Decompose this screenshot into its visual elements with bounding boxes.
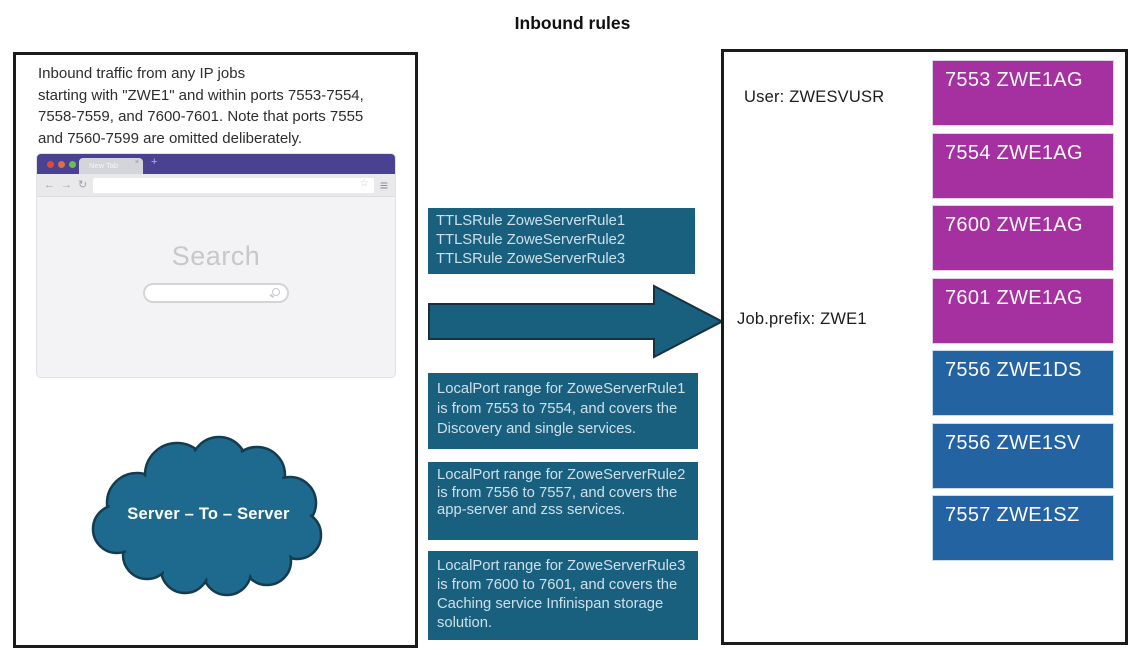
localport-rule1-box: LocalPort range for ZoweServerRule1 is f…: [428, 373, 698, 449]
close-window-icon: [47, 160, 54, 168]
ttls-rule-line: TTLSRule ZoweServerRule1: [436, 213, 626, 229]
port-list: 7553 ZWE1AG 7554 ZWE1AG 7600 ZWE1AG 7601…: [932, 60, 1114, 561]
search-heading: Search: [171, 241, 261, 271]
port-box: 7557 ZWE1SZ: [932, 495, 1114, 561]
menu-hamburger-icon: ≡: [379, 177, 388, 193]
new-tab-icon: +: [151, 156, 158, 168]
cloud-label: Server – To – Server: [127, 505, 290, 523]
cloud-shape: [91, 435, 323, 597]
port-box: 7556 ZWE1DS: [932, 350, 1114, 416]
flow-arrow-icon: [428, 284, 724, 359]
browser-toolbar: ← → ↻ ☆ ≡: [37, 174, 395, 197]
browser-tab: New Tab ×: [79, 158, 143, 174]
minimize-window-icon: [58, 160, 65, 168]
ttls-rule-line: TTLSRule ZoweServerRule2: [436, 231, 626, 248]
port-box: 7601 ZWE1AG: [932, 277, 1114, 344]
port-box: 7556 ZWE1SV: [932, 422, 1114, 489]
user-label: User: ZWESVUSR: [744, 88, 885, 106]
diagram-title: Inbound rules: [514, 13, 631, 33]
localport-rule2-box: LocalPort range for ZoweServerRule2 is f…: [428, 462, 698, 540]
port-box: 7554 ZWE1AG: [932, 132, 1114, 199]
address-bar: ☆: [93, 177, 374, 193]
port-box: 7600 ZWE1AG: [932, 205, 1114, 271]
inbound-traffic-description: Inbound traffic from any IP jobs startin…: [38, 65, 364, 147]
zowe-jobs-panel: User: ZWESVUSR Job.prefix: ZWE1 7553 ZWE…: [721, 49, 1128, 645]
search-icon: [272, 288, 280, 296]
search-input: [143, 283, 289, 303]
ttls-rules-box: TTLSRule ZoweServerRule1 TTLSRule ZoweSe…: [428, 208, 695, 274]
tab-close-icon: ×: [134, 159, 139, 166]
ttls-rule-line: TTLSRule ZoweServerRule3: [436, 250, 626, 267]
browser-mockup: New Tab × + ← → ↻ ☆ ≡ Search: [37, 154, 395, 377]
job-prefix-label: Job.prefix: ZWE1: [737, 310, 867, 328]
browser-titlebar: New Tab × +: [37, 154, 395, 174]
inbound-traffic-panel: Inbound traffic from any IP jobs startin…: [13, 52, 418, 648]
browser-tab-label: New Tab: [89, 161, 119, 170]
back-icon: ←: [44, 178, 55, 191]
localport-rule3-box: LocalPort range for ZoweServerRule3 is f…: [428, 551, 698, 640]
refresh-icon: ↻: [78, 178, 88, 191]
forward-icon: →: [61, 178, 72, 191]
maximize-window-icon: [69, 160, 76, 168]
browser-body: Search: [37, 241, 395, 303]
port-box: 7553 ZWE1AG: [932, 60, 1114, 126]
server-to-server-cloud: Server – To – Server: [85, 425, 332, 597]
bookmark-star-icon: ☆: [359, 178, 369, 189]
